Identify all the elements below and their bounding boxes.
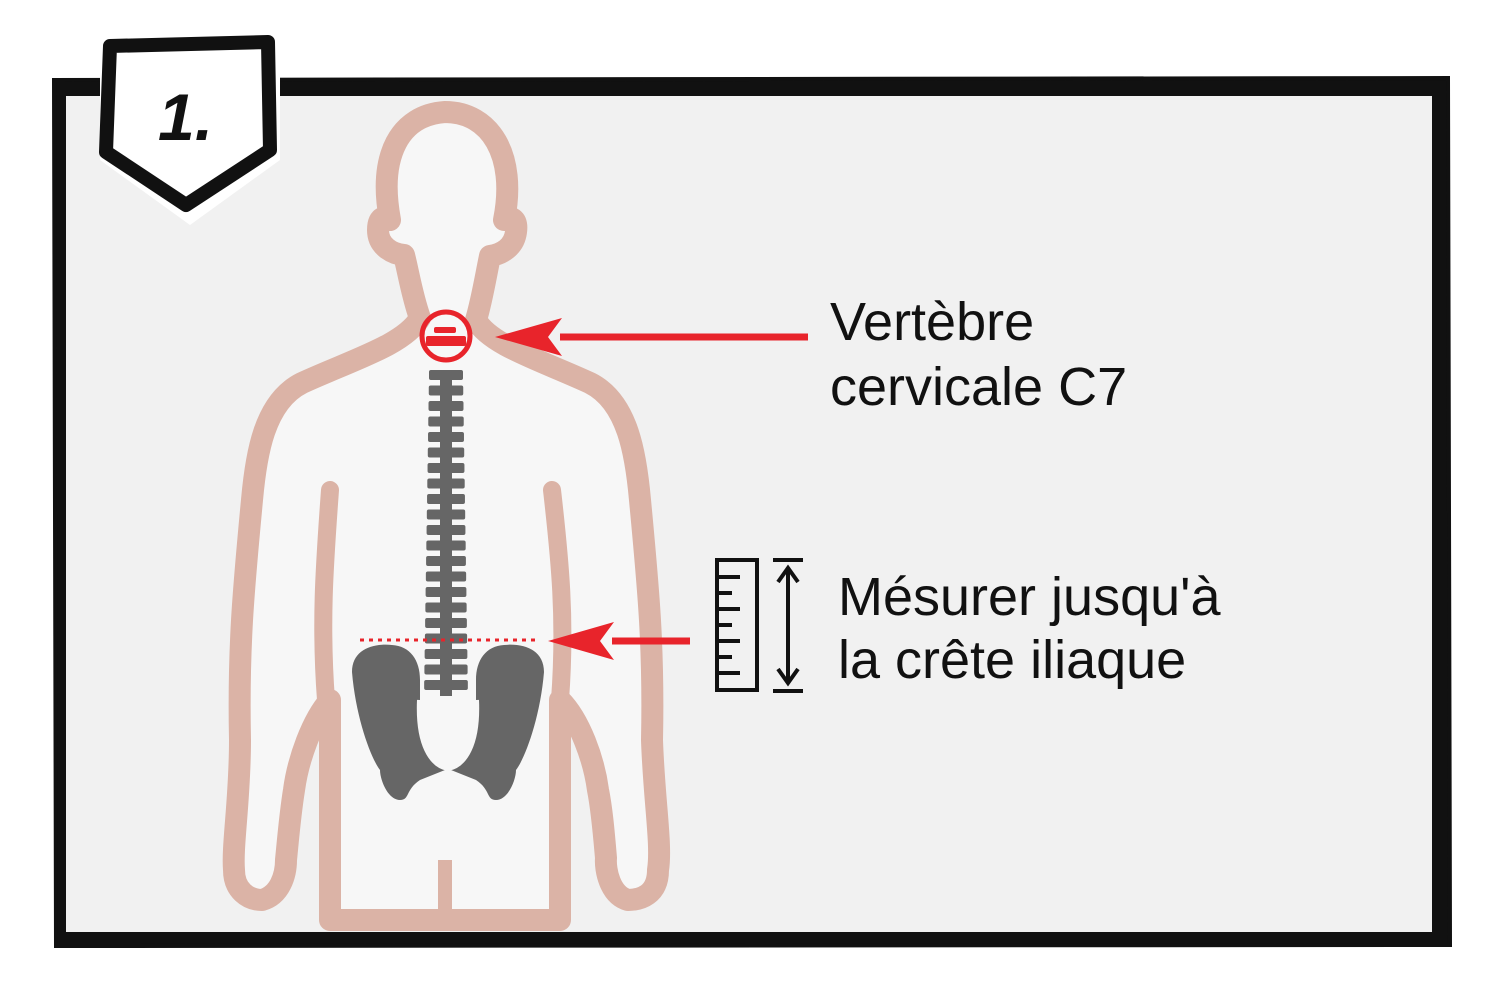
- vertebra: [425, 587, 467, 597]
- pelvic-inlet: [416, 699, 480, 772]
- iliac-label-line2: la crête iliaque: [838, 630, 1186, 690]
- c7-circle: [419, 309, 473, 363]
- vertebra-process: [440, 549, 452, 557]
- vertebra-process: [440, 627, 452, 634]
- left-arm-gap: [314, 481, 339, 709]
- vertebra: [427, 478, 465, 489]
- step-badge-shield: [99, 35, 277, 212]
- vertebra-process: [440, 534, 452, 541]
- vertebra-process: [440, 658, 452, 665]
- vertebra-process: [440, 611, 452, 619]
- c7-label-line1: Vertèbre: [830, 292, 1034, 352]
- vertebra-process: [440, 410, 452, 417]
- step-badge: 1.: [99, 35, 280, 225]
- vertebra: [426, 525, 466, 535]
- pelvis-right: [451, 644, 544, 800]
- vertebra-process: [440, 425, 452, 433]
- c7-highlight: [419, 309, 473, 363]
- vertebra-process: [440, 487, 452, 495]
- step-number: 1.: [158, 80, 213, 154]
- vertebra: [426, 509, 466, 520]
- vertebra-process: [440, 596, 452, 603]
- right-arm-gap: [543, 481, 572, 709]
- vertebra-process: [440, 689, 452, 696]
- vertebra: [424, 680, 468, 690]
- vertebra-process: [440, 580, 452, 588]
- vertebra-process: [440, 673, 452, 681]
- vertebra-process: [440, 394, 452, 402]
- vertebra: [427, 447, 465, 458]
- vertebra: [426, 556, 466, 566]
- vertebra: [425, 571, 467, 582]
- iliac-arrow: [548, 622, 690, 660]
- vertebra-process: [440, 642, 452, 650]
- pelvis: [352, 644, 544, 800]
- vertebra: [426, 540, 466, 551]
- c7-vertebra: [434, 327, 456, 333]
- vertebra-process: [440, 379, 452, 386]
- vertebra-process: [440, 472, 452, 479]
- spine: [424, 370, 468, 696]
- vertebra-process: [440, 456, 452, 464]
- vertebra: [428, 385, 464, 396]
- vertebra: [424, 649, 468, 659]
- vertebra-process: [440, 518, 452, 526]
- vertebra-process: [440, 503, 452, 510]
- vertebra-process: [440, 441, 452, 448]
- vertebra: [428, 401, 464, 411]
- vertebra: [429, 370, 463, 380]
- vertebra-process: [440, 565, 452, 572]
- vertebra: [425, 618, 467, 628]
- c7-arrow: [495, 318, 808, 356]
- iliac-label-line1: Mésurer jusqu'à: [838, 567, 1221, 627]
- vertebra: [424, 664, 468, 675]
- vertebra: [427, 494, 465, 504]
- vertebra: [425, 602, 467, 613]
- double-arrow-icon: [773, 558, 803, 693]
- c7-vertebra-body: [426, 336, 466, 346]
- vertebra: [427, 463, 465, 473]
- pelvis-left: [352, 644, 445, 800]
- vertebra: [428, 416, 464, 427]
- ruler-icon: [715, 558, 759, 692]
- c7-label-line2: cervicale C7: [830, 357, 1127, 417]
- vertebra: [428, 432, 464, 442]
